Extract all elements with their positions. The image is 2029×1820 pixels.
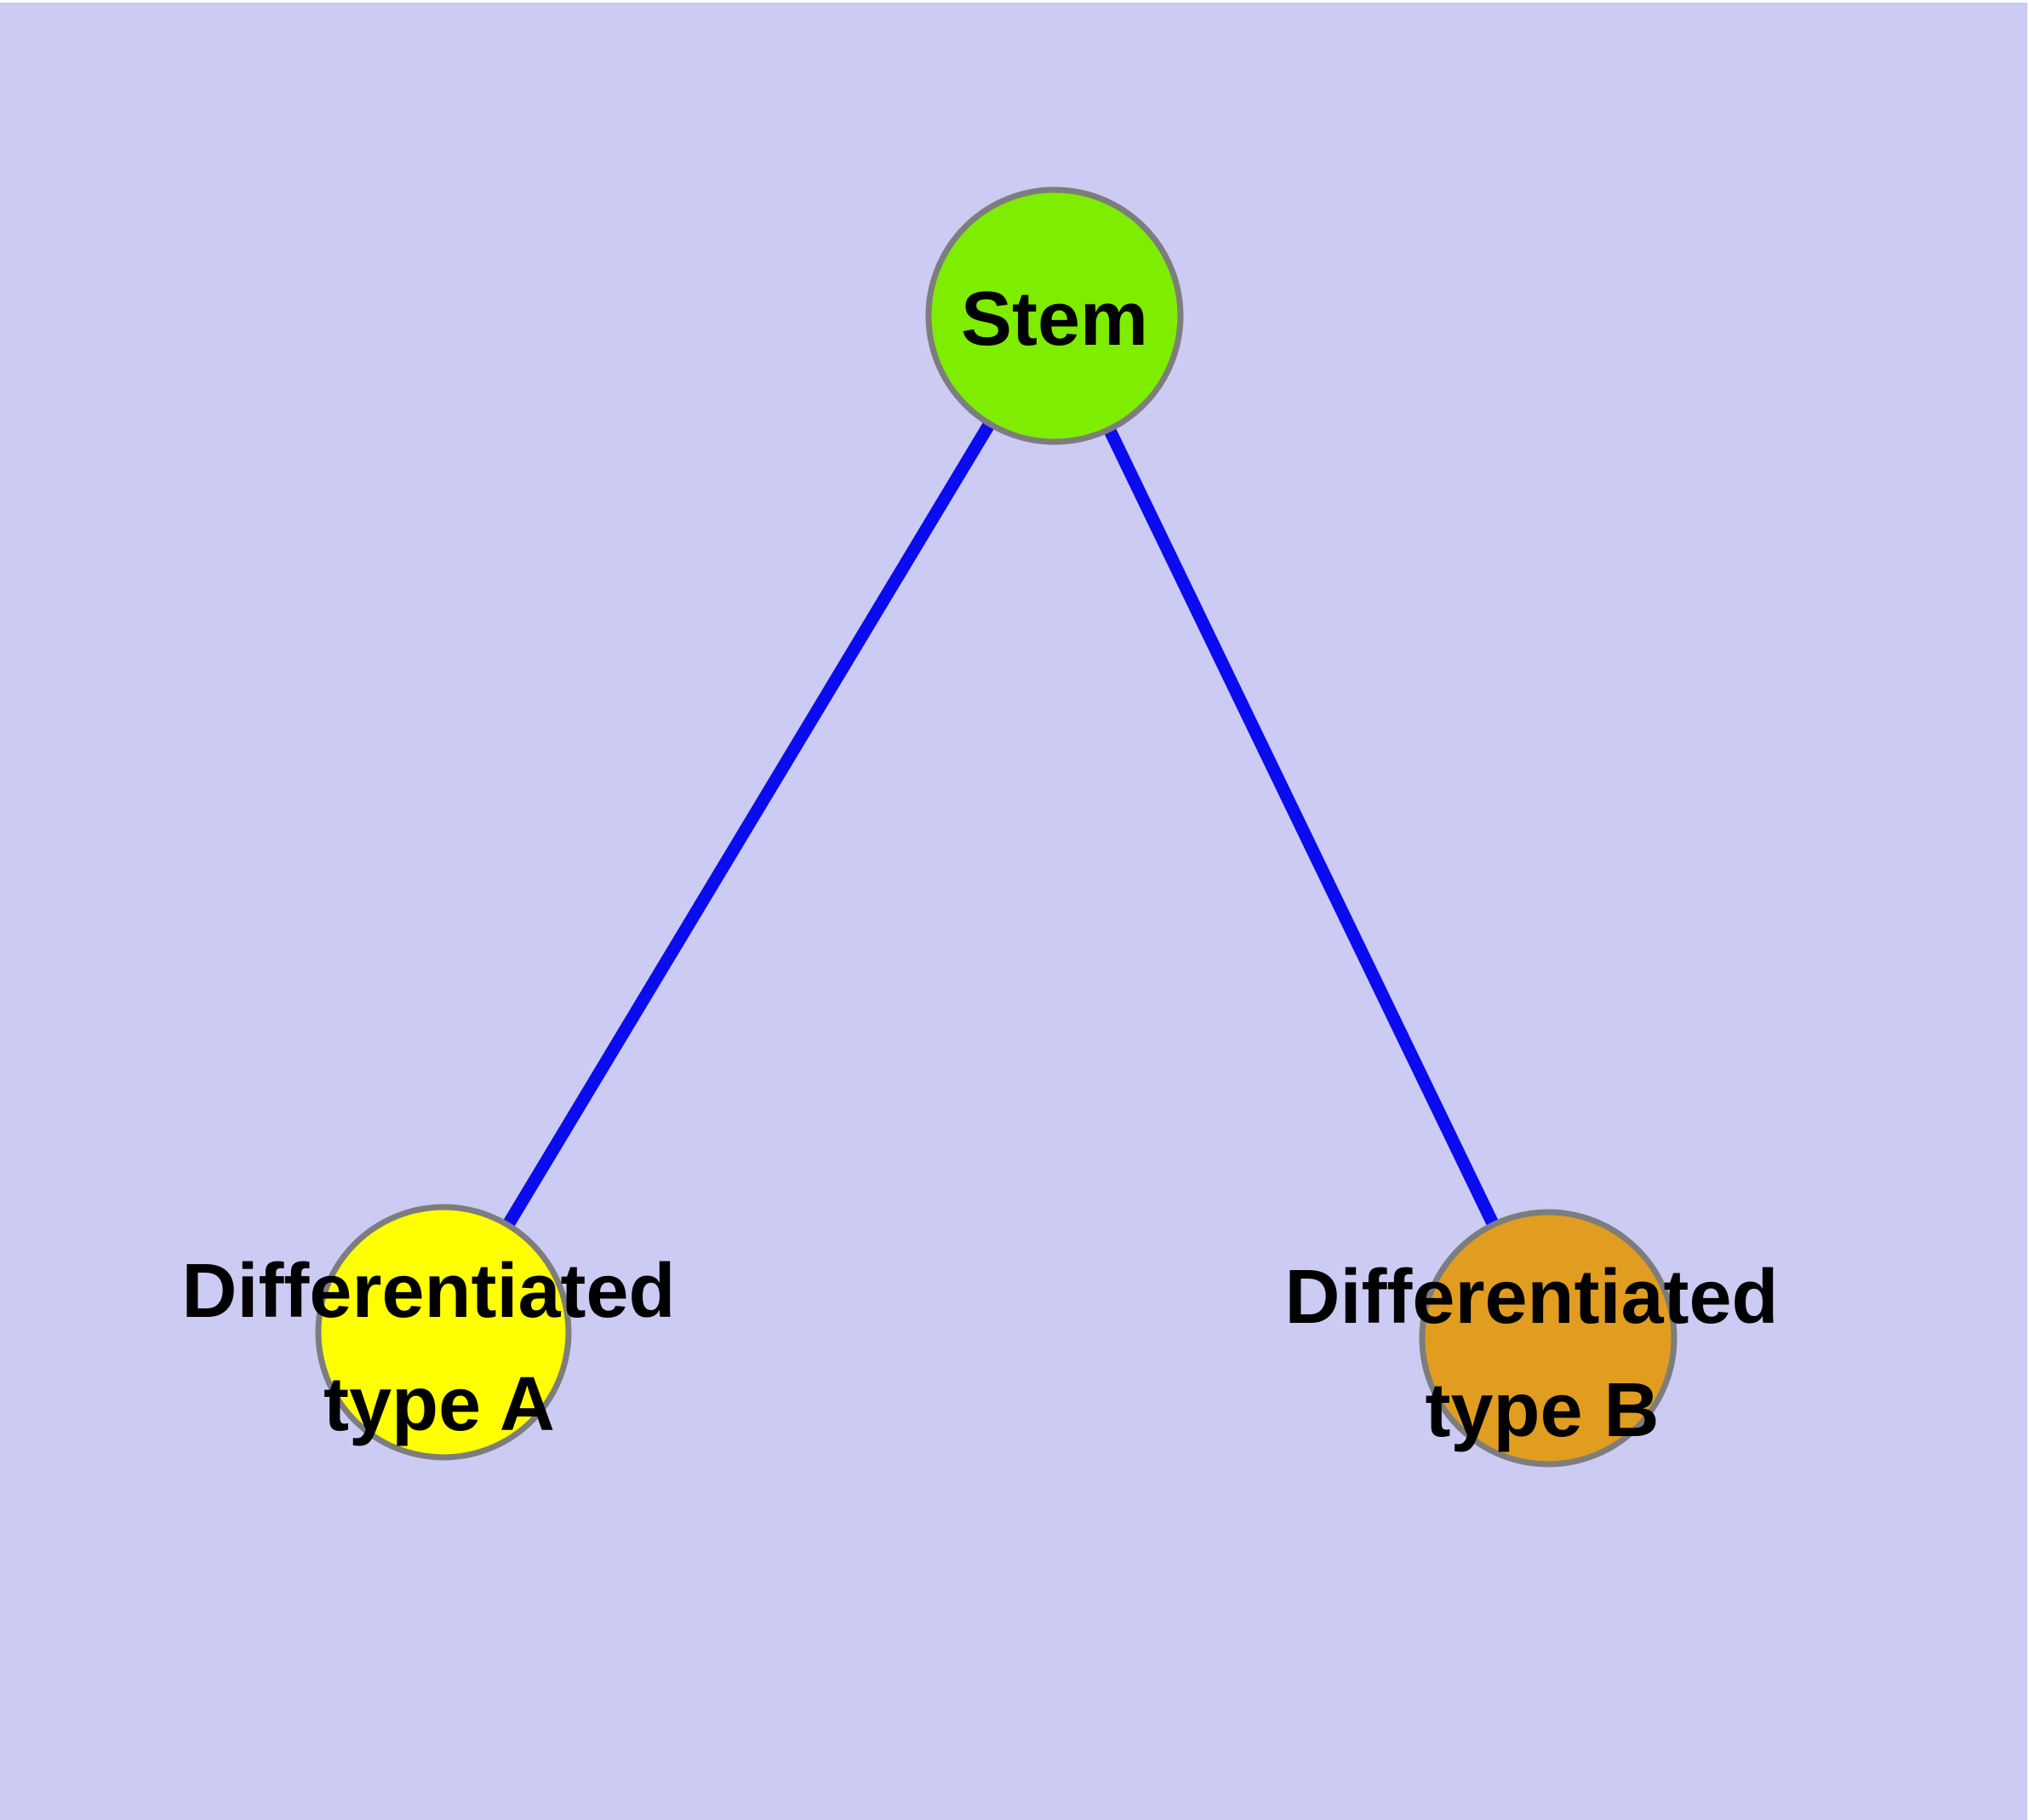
node-type-a-circle — [315, 1204, 572, 1461]
node-type-a-label-line2: type A — [323, 1362, 555, 1447]
node-stem-label: Stem — [961, 277, 1148, 362]
node-type-b-circle — [1419, 1209, 1677, 1468]
node-stem-label-line1: Stem — [961, 277, 1148, 362]
node-type-b-label: Differentiated type B — [1284, 1255, 1799, 1453]
node-type-a-label-line1: Differentiated — [181, 1249, 675, 1334]
node-type-a-label: Differentiated type A — [181, 1249, 696, 1447]
node-type-b-label-line1: Differentiated — [1284, 1255, 1778, 1340]
edge-stem-to-type-b — [1049, 312, 1554, 1342]
edge-stem-to-type-a — [437, 312, 1060, 1336]
node-stem-circle — [925, 186, 1184, 445]
node-type-b-label-line2: type B — [1425, 1368, 1659, 1453]
